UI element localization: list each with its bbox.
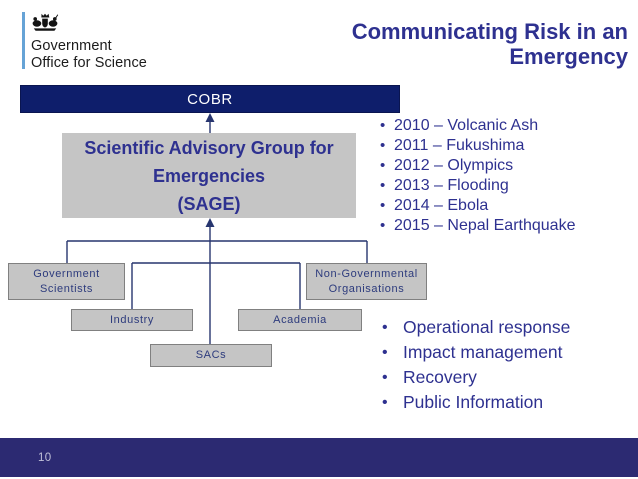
page-number: 10 (38, 451, 52, 464)
royal-coat-of-arms-icon (32, 13, 59, 31)
org-node-sage: Scientific Advisory Group for Emergencie… (62, 133, 356, 218)
org-node-sacs: SACs (150, 344, 272, 367)
event-item: 2011 – Fukushima (380, 136, 630, 156)
org-node-industry: Industry (71, 309, 193, 331)
event-item: 2012 – Olympics (380, 156, 630, 176)
government-office-for-science-logo: Government Office for Science (22, 10, 212, 72)
logo-org-name: Government Office for Science (31, 38, 147, 71)
event-item: 2015 – Nepal Earthquake (380, 216, 630, 236)
slide-title: Communicating Risk in an Emergency (351, 19, 628, 69)
event-item: 2013 – Flooding (380, 176, 630, 196)
response-item: Public Information (382, 390, 627, 415)
arrow-up-to-sage-icon (205, 218, 215, 227)
footer-bar: 10 (0, 438, 638, 477)
org-node-non-governmental-organisations: Non-Governmental Organisations (306, 263, 427, 300)
response-item: Recovery (382, 365, 627, 390)
response-item: Operational response (382, 315, 627, 340)
response-phases-list: Operational response Impact management R… (382, 315, 627, 415)
sage-events-list: 2010 – Volcanic Ash 2011 – Fukushima 201… (380, 116, 630, 236)
response-item: Impact management (382, 340, 627, 365)
event-item: 2014 – Ebola (380, 196, 630, 216)
event-item: 2010 – Volcanic Ash (380, 116, 630, 136)
org-node-government-scientists: Government Scientists (8, 263, 125, 300)
org-node-academia: Academia (238, 309, 362, 331)
arrow-up-to-cobr-icon (205, 113, 215, 122)
logo-accent-bar (22, 12, 25, 69)
org-node-cobr: COBR (20, 85, 400, 113)
